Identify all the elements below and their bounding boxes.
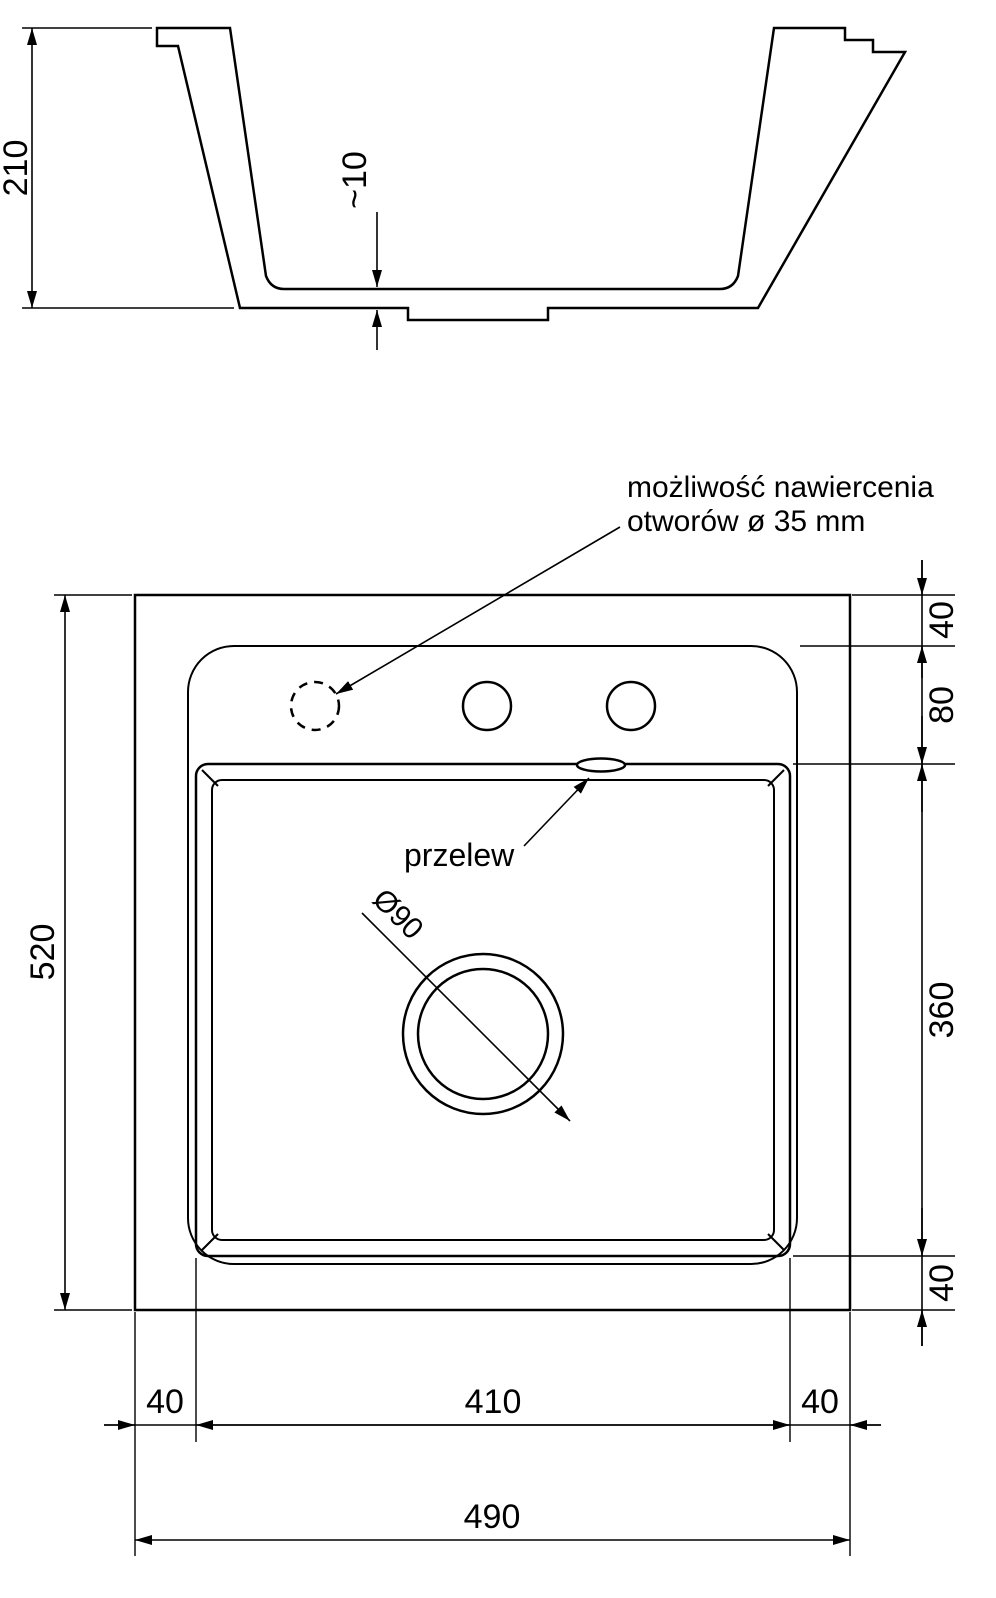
right-offset-label: 40 — [801, 1383, 839, 1421]
bowl-top-edge — [194, 762, 792, 1258]
overall-width-label: 490 — [464, 1498, 521, 1536]
bottom-offset-label: 40 — [923, 1264, 961, 1302]
overflow-opening — [575, 757, 627, 773]
section-height-dimension: 210 — [0, 27, 234, 309]
bottom-thickness-dimension: ~10 — [336, 151, 382, 350]
section-height-label: 210 — [0, 140, 35, 197]
bowl-corner-chamfer — [201, 1233, 219, 1251]
width-dimension-490: 490 — [135, 1498, 850, 1545]
drill-note: możliwość nawiercenia otworów ø 35 mm — [335, 471, 934, 695]
bottom-dimension-chain: 40 410 40 — [104, 1258, 881, 1556]
faucet-hole-2 — [605, 680, 657, 732]
bowl-height-label: 360 — [923, 982, 961, 1039]
overflow-leader — [523, 777, 590, 847]
faucet-hole-1 — [461, 680, 513, 732]
top-offset-label: 40 — [923, 601, 961, 639]
right-dimension-chain: 40 80 360 40 — [793, 560, 961, 1346]
drill-note-line1: możliwość nawiercenia — [627, 471, 934, 504]
drain-outer-circle — [401, 952, 565, 1116]
faucet-zone-label: 80 — [923, 686, 961, 724]
bowl-corner-chamfer — [201, 769, 219, 787]
rim-inner-edge — [187, 645, 798, 1265]
overflow-callout: przelew — [404, 777, 590, 873]
sink-outer-edge — [133, 593, 852, 1312]
bowl-width-label: 410 — [465, 1383, 522, 1421]
height-dimension-520: 520 — [24, 594, 132, 1311]
left-offset-label: 40 — [146, 1383, 184, 1421]
drill-note-leader — [335, 526, 621, 695]
cross-section-view: 210 ~10 — [0, 26, 908, 350]
sink-profile — [155, 26, 908, 322]
overall-height-label: 520 — [24, 924, 62, 981]
bottom-thickness-label: ~10 — [336, 151, 374, 209]
top-view: możliwość nawiercenia otworów ø 35 mm pr… — [24, 471, 961, 1556]
drain-diameter-label: Ø90 — [366, 883, 429, 946]
overflow-label: przelew — [404, 837, 515, 873]
bowl-corner-chamfer — [767, 769, 785, 787]
drain: Ø90 — [361, 883, 571, 1122]
drill-note-line2: otworów ø 35 mm — [627, 505, 865, 538]
faucet-hole-optional — [289, 680, 341, 732]
drain-diameter-leader — [361, 912, 571, 1122]
drain-inner-circle — [416, 967, 550, 1101]
bowl-corner-chamfer — [767, 1233, 785, 1251]
bowl-bottom-edge — [211, 779, 775, 1241]
